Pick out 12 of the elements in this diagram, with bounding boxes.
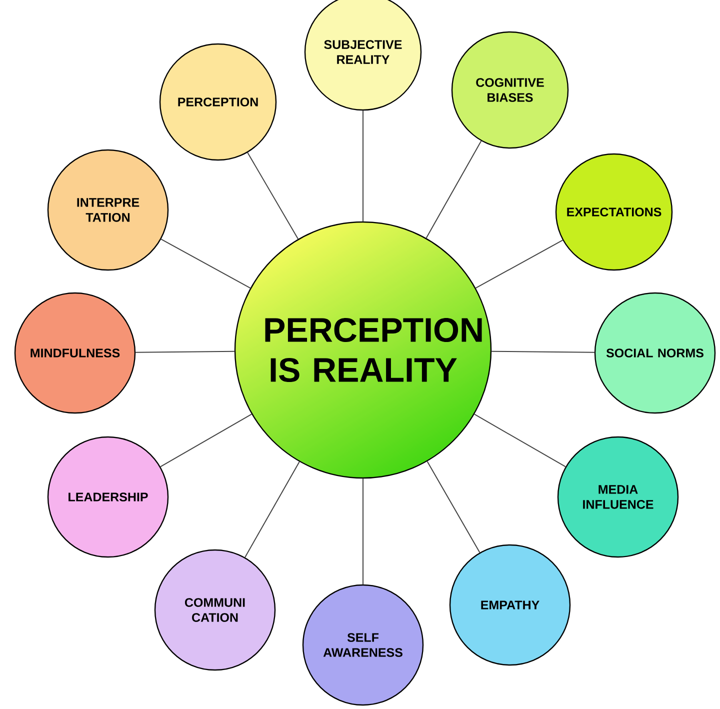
connector-line xyxy=(244,461,300,558)
connector-line xyxy=(475,240,564,289)
connector-line xyxy=(426,460,480,553)
connector-line xyxy=(247,152,299,240)
connector-line xyxy=(362,478,364,585)
connector-line xyxy=(474,414,566,468)
connector-line xyxy=(160,238,251,289)
connector-line xyxy=(135,350,235,353)
connector-line xyxy=(491,350,595,353)
connector-line xyxy=(426,140,482,239)
connector-line xyxy=(160,414,252,468)
connector-line xyxy=(362,110,364,222)
